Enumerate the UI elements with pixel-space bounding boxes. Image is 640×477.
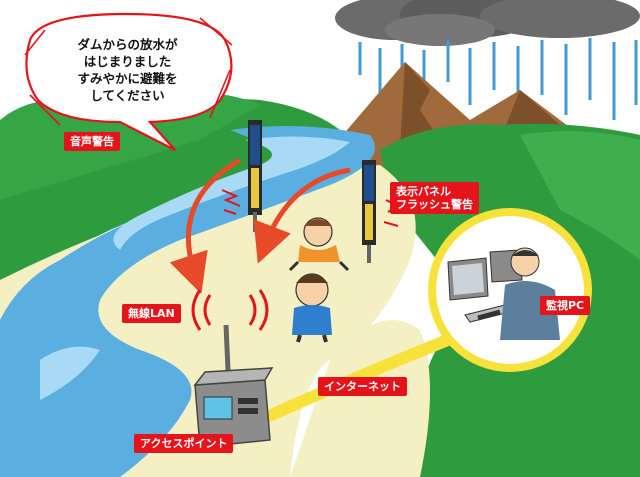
child-running	[288, 217, 350, 272]
internet-label: インターネット	[318, 377, 407, 396]
voice-alarm-arrow	[169, 157, 242, 294]
voice-warning-label: 音声警告	[64, 132, 120, 151]
monitoring-pc-illustration	[428, 208, 592, 372]
child-scared	[292, 273, 332, 343]
flash-alarm-arrow	[253, 167, 351, 264]
display-panel-label: 表示パネル フラッシュ警告	[390, 182, 479, 214]
storm-cloud	[335, 0, 640, 46]
display-panel-label-line2: フラッシュ警告	[396, 198, 473, 211]
warning-message-line: すみやかに避難を	[77, 71, 178, 86]
warning-message-line: はじまりました	[83, 54, 172, 69]
wireless-lan-label: 無線LAN	[122, 304, 181, 323]
display-panel-label-line1: 表示パネル	[396, 185, 451, 198]
access-point-device	[193, 324, 274, 448]
warning-message-line: ダムからの放水が	[77, 37, 178, 52]
access-point-label: アクセスポイント	[134, 434, 234, 453]
display-panel-pole	[362, 160, 376, 263]
wireless-wave-icon	[191, 289, 269, 331]
monitoring-pc-label: 監視PC	[540, 296, 591, 315]
warning-message: ダムからの放水が はじまりました すみやかに避難を してください	[40, 36, 215, 104]
river	[0, 126, 375, 477]
warning-message-line: してください	[90, 88, 165, 103]
speech-bubble	[24, 12, 233, 151]
internet-connection-line	[254, 329, 466, 426]
